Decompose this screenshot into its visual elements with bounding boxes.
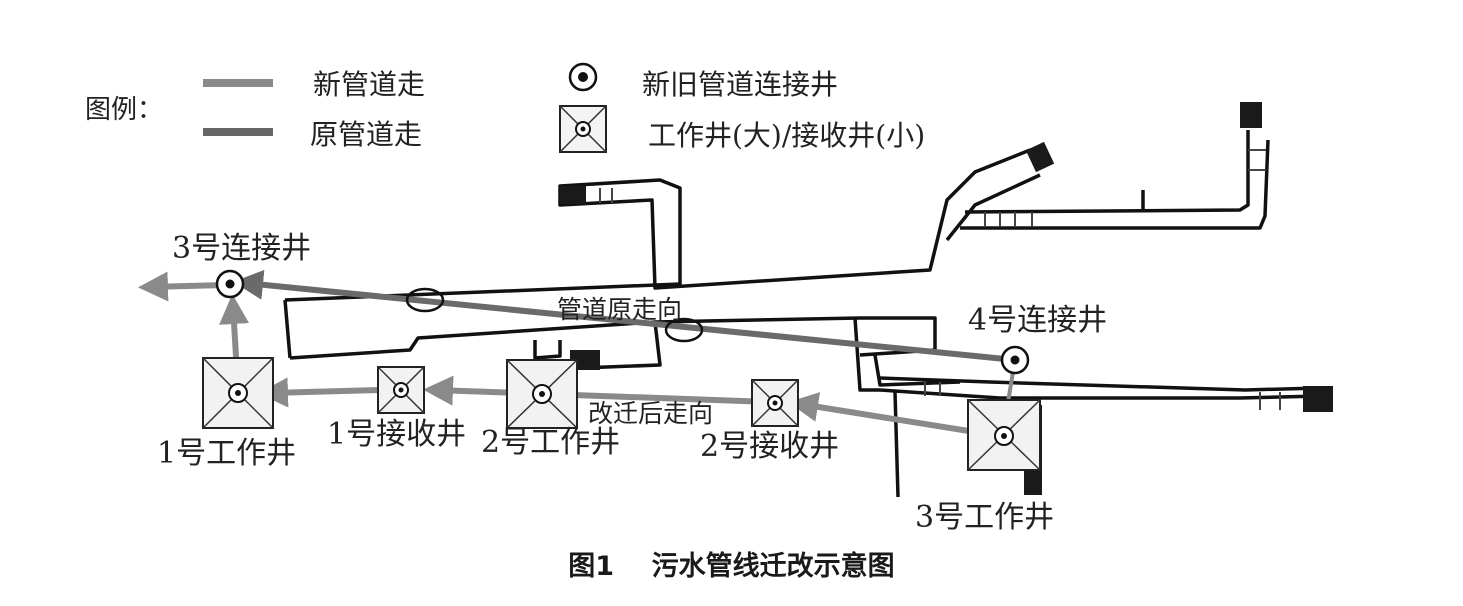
- label-work-well-3: 3号工作井: [915, 500, 1054, 535]
- legend: 图例： 新管道走 原管道走 新旧管道连接井 工作井(大)/接收井(小): [85, 62, 925, 153]
- legend-title: 图例：: [85, 95, 163, 125]
- new-pipe-route: [138, 271, 1017, 439]
- receiving-well-2: [751, 379, 799, 427]
- label-receiving-well-1: 1号接收井: [327, 417, 466, 452]
- label-work-well-1: 1号工作井: [157, 436, 296, 471]
- figure-caption: 图1 污水管线迁改示意图: [568, 551, 895, 582]
- legend-work-well-label: 工作井(大)/接收井(小): [648, 119, 925, 152]
- connection-well-4: [1000, 345, 1030, 375]
- work-well-3: [967, 399, 1041, 471]
- tunnel-hatching: [599, 149, 1281, 410]
- legend-new-pipe-label: 新管道走: [313, 68, 425, 101]
- crossing-marker-right: [664, 317, 704, 343]
- label-work-well-2: 2号工作井: [481, 425, 620, 460]
- work-well-2: [506, 359, 578, 429]
- connection-well-3: [215, 269, 245, 299]
- receiving-well-1: [377, 366, 425, 414]
- label-receiving-well-2: 2号接收井: [700, 429, 839, 464]
- legend-connection-well-icon: [568, 62, 598, 92]
- work-well-1: [202, 357, 274, 429]
- crossing-marker-left: [405, 287, 445, 313]
- label-new-direction: 改迁后走向: [588, 399, 713, 428]
- label-connection-well-4: 4号连接井: [968, 303, 1107, 338]
- label-old-direction: 管道原走向: [557, 295, 682, 324]
- legend-work-well-icon: [559, 105, 607, 153]
- old-pipe-route: [233, 269, 1016, 363]
- legend-connection-well-label: 新旧管道连接井: [642, 68, 838, 101]
- label-connection-well-3: 3号连接井: [172, 231, 311, 266]
- legend-old-pipe-label: 原管道走: [310, 118, 422, 151]
